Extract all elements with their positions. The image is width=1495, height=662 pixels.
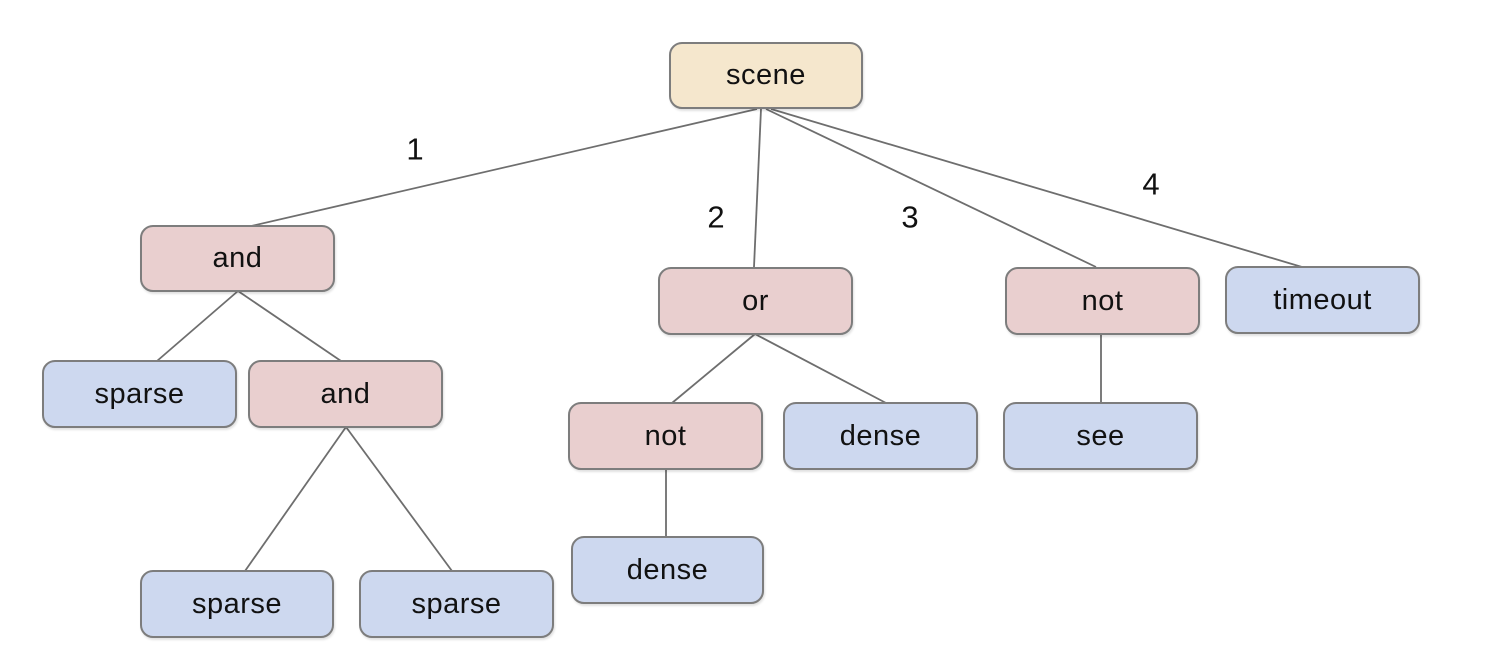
node-and-1: and bbox=[140, 225, 335, 292]
edge-and-and bbox=[237, 290, 342, 362]
node-or: or bbox=[658, 267, 853, 335]
edge-or-dense bbox=[754, 333, 887, 404]
node-sparse-bottom-left: sparse bbox=[140, 570, 334, 638]
edge-or-not bbox=[671, 333, 756, 404]
node-dense-under-or: dense bbox=[783, 402, 978, 470]
node-not-right: not bbox=[1005, 267, 1200, 335]
node-see: see bbox=[1003, 402, 1198, 470]
edge-scene-or bbox=[753, 108, 762, 268]
node-sparse-left: sparse bbox=[42, 360, 237, 428]
edge-and2-sparse-right bbox=[345, 426, 453, 572]
edge-and2-sparse-left bbox=[244, 426, 347, 572]
edge-label-1: 1 bbox=[406, 131, 424, 167]
edge-label-3: 3 bbox=[901, 199, 919, 235]
edge-scene-not bbox=[765, 108, 1097, 268]
edge-label-2: 2 bbox=[707, 199, 725, 235]
edge-and-sparse bbox=[156, 290, 239, 362]
node-not-under-or: not bbox=[568, 402, 763, 470]
node-and-2: and bbox=[248, 360, 443, 428]
edge-scene-and bbox=[246, 108, 758, 228]
node-timeout: timeout bbox=[1225, 266, 1420, 334]
node-dense-bottom: dense bbox=[571, 536, 764, 604]
edge-scene-timeout bbox=[770, 108, 1303, 268]
node-scene: scene bbox=[669, 42, 863, 109]
edge-label-4: 4 bbox=[1142, 166, 1160, 202]
node-sparse-bottom-right: sparse bbox=[359, 570, 554, 638]
